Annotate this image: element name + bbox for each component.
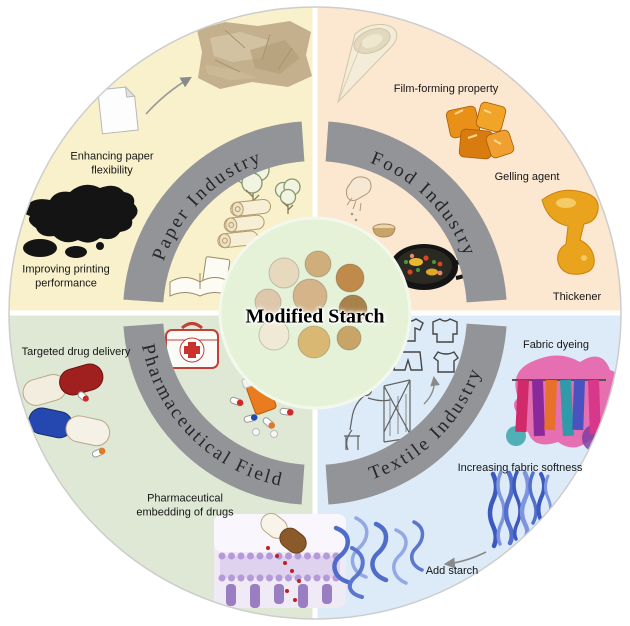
center-title: Modified Starch <box>245 305 385 328</box>
label-food-gelling: Gelling agent <box>494 170 560 183</box>
first-aid-kit-image <box>165 322 219 369</box>
gel-cubes-image <box>445 101 515 160</box>
paper-sheet-icon <box>97 85 139 135</box>
honey-image <box>541 189 599 275</box>
starch-samples <box>254 250 368 359</box>
label-pharma-targeted: Targeted drug delivery <box>21 345 131 358</box>
label-textile-add-starch: Add starch <box>425 564 479 577</box>
starch-sample <box>335 263 365 293</box>
starch-sample <box>336 325 362 351</box>
paella-pan-image <box>377 244 471 290</box>
label-pharma-embedding: Pharmaceutical embedding of drugs <box>136 492 234 519</box>
starch-sample <box>254 288 282 316</box>
fiber-bundle-image <box>487 470 552 549</box>
paper-band-arc <box>123 121 305 303</box>
label-textile-softness: Increasing fabric softness <box>457 461 583 474</box>
ink-blots-image <box>14 184 138 258</box>
capsules-image <box>22 363 111 458</box>
starch-sample <box>297 325 331 359</box>
outer-rim <box>8 6 622 620</box>
food-quadrant <box>315 7 621 313</box>
label-food-thickener: Thickener <box>552 290 602 303</box>
illustration-layer <box>14 21 620 608</box>
loom-to-clothes-arrow-icon <box>423 376 440 405</box>
bundle-to-fibers-arrow-icon <box>443 551 487 569</box>
label-paper-printing: Improving printing performance <box>22 263 110 290</box>
curved-arrow-icon <box>145 76 192 115</box>
label-textile-dyeing: Fabric dyeing <box>522 338 590 351</box>
starch-sample <box>258 319 290 351</box>
starch-sample <box>292 278 328 314</box>
fabric-dyeing-image <box>506 355 620 452</box>
paper-rolls-sketch <box>217 198 272 249</box>
cell-membrane-image <box>214 512 346 608</box>
label-food-film: Film-forming property <box>393 82 499 95</box>
starch-sample <box>338 294 368 324</box>
film-roll-image <box>337 23 398 104</box>
starch-sample <box>268 257 300 289</box>
textile-band-arc <box>325 323 507 505</box>
pharma-band-arc <box>123 323 305 505</box>
label-paper-flexibility: Enhancing paper flexibility <box>70 150 154 177</box>
center-circle <box>218 216 412 410</box>
food-band-arc <box>325 121 507 303</box>
crumpled-paper-image <box>197 21 312 89</box>
open-book-sketch <box>169 256 231 297</box>
loose-fibers-image <box>332 516 425 599</box>
starch-sample <box>304 250 332 278</box>
